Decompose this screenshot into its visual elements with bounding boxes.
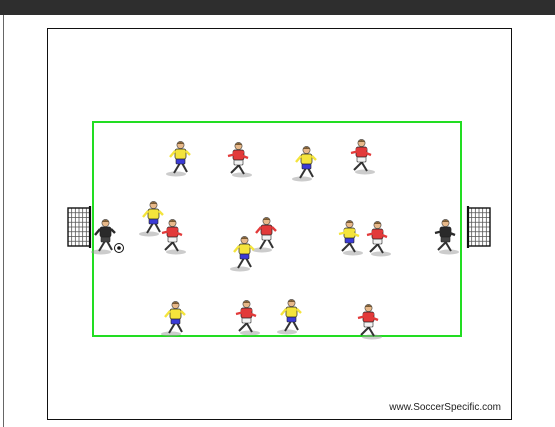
red-player [366,221,391,257]
yellow-player [166,141,191,177]
right-goal [466,206,491,248]
top-bar [0,0,555,15]
pitch-diagram [67,121,491,340]
yellow-player [277,299,302,335]
red-player [161,219,186,255]
goalkeeper [91,219,124,255]
red-player [350,139,375,175]
left-border [3,15,4,427]
yellow-player [139,201,164,237]
yellow-player [230,236,255,272]
field-boundary [92,121,462,337]
red-player [235,300,260,336]
red-player [357,304,382,340]
yellow-player [292,146,317,182]
red-player [227,142,252,178]
soccer-ball [114,243,124,253]
diagram-frame: www.SoccerSpecific.com [47,28,512,420]
watermark: www.SoccerSpecific.com [389,402,501,413]
left-goal [67,206,92,248]
goalkeeper [434,219,459,255]
yellow-player [161,301,186,337]
red-player [252,217,277,253]
yellow-player [338,220,363,256]
